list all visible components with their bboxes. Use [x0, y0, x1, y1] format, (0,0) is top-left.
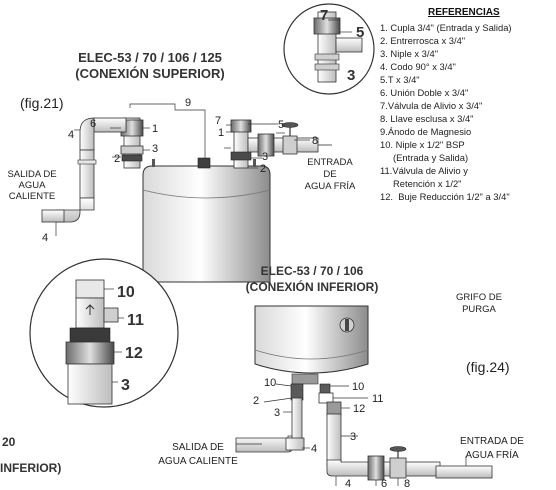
svg-text:PURGA: PURGA [462, 304, 496, 315]
svg-text:SALIDA DE: SALIDA DE [172, 442, 224, 453]
callout-5: 5 [278, 119, 284, 131]
bottom-title-models: ELEC-53 / 70 / 106 [261, 264, 364, 278]
svg-text:11: 11 [127, 312, 144, 329]
bottom-callouts: 10 2 3 10 11 12 3 4 4 6 8 [253, 377, 410, 490]
callout-2-right: 2 [260, 163, 266, 175]
bottom-outlet-label: SALIDA DE AGUA CALIENTE [158, 442, 238, 467]
svg-text:3: 3 [350, 431, 356, 443]
top-tank [142, 157, 271, 283]
svg-text:ENTRADA: ENTRADA [307, 157, 353, 168]
bottom-title-connection: (CONEXIÓN INFERIOR) [246, 279, 379, 294]
top-title-models: ELEC-53 / 70 / 106 / 125 [78, 50, 222, 65]
reference-item: 12. Buje Reducción 1/2" a 3/4" [380, 191, 510, 202]
callout-6-top: 6 [90, 118, 96, 130]
reference-item: 3. Niple x 3/4" [380, 48, 439, 59]
callout-3-right: 3 [262, 151, 268, 163]
svg-text:12: 12 [125, 345, 143, 362]
references-panel: REFERENCIAS 1. Cupla 3/4" (Entrada y Sal… [380, 6, 556, 203]
callout-1-right: 1 [218, 127, 224, 139]
svg-text:3: 3 [274, 407, 280, 419]
svg-text:4: 4 [311, 443, 317, 455]
reference-item: 1. Cupla 3/4" (Entrada y Salida) [380, 22, 512, 33]
top-callouts: 9 7 5 8 4 6 1 3 2 4 1 3 2 [42, 97, 318, 244]
bottom-inlet-label: ENTRADA DE AGUA FRÍA [460, 436, 524, 461]
bottom-zoom-detail: 10 11 12 3 [29, 258, 179, 408]
svg-text:2: 2 [253, 395, 259, 407]
reference-item: (Entrada y Salida) [380, 152, 469, 163]
top-outlet-assembly [41, 117, 144, 223]
reference-item: 6. Unión Doble x 3/4" [380, 87, 469, 98]
top-leader-lines [55, 103, 310, 236]
references-title: REFERENCIAS [428, 7, 500, 18]
callout-9: 9 [185, 97, 191, 109]
top-zoom-detail: 7 5 3 [283, 3, 375, 95]
svg-text:6: 6 [381, 478, 387, 490]
reference-item: 7.Válvula de Alivio x 3/4" [380, 100, 483, 111]
callout-4-bottom: 4 [42, 232, 48, 244]
callout-2-left: 2 [114, 153, 120, 165]
references-list: 1. Cupla 3/4" (Entrada y Salida) 2. Entre… [380, 21, 556, 203]
callout-7: 7 [215, 115, 221, 127]
top-outlet-label: SALIDA DE AGUA CALIENTE [7, 169, 56, 202]
top-section-titles: ELEC-53 / 70 / 106 / 125 (CONEXIÓN SUPER… [20, 50, 225, 111]
svg-text:AGUA CALIENTE: AGUA CALIENTE [158, 456, 238, 467]
top-inlet-assembly [230, 119, 332, 169]
callout-4-top: 4 [68, 129, 74, 141]
svg-text:AGUA: AGUA [19, 180, 47, 191]
svg-text:10: 10 [352, 381, 364, 393]
svg-text:10: 10 [264, 377, 276, 389]
bottom-figure-label: (fig.24) [466, 359, 510, 375]
bottom-section-titles: ELEC-53 / 70 / 106 (CONEXIÓN INFERIOR) (… [246, 264, 510, 375]
reference-item: Retención x 1/2" [380, 178, 462, 189]
reference-item: 5.T x 3/4" [380, 74, 420, 85]
svg-text:10: 10 [117, 284, 135, 301]
svg-text:11: 11 [372, 393, 383, 405]
svg-text:AGUA FRÍA: AGUA FRÍA [305, 181, 356, 192]
callout-1-left: 1 [152, 123, 158, 135]
reference-item: 10. Niple x 1/2" BSP [380, 139, 465, 150]
bottom-drain-label: GRIFO DE PURGA [456, 292, 502, 315]
reference-item: 4. Codo 90° x 3/4" [380, 61, 456, 72]
reference-item: 2. Entrerrosca x 3/4" [380, 35, 466, 46]
reference-item: 11.Válvula de Alivio y [380, 165, 468, 176]
callout-8: 8 [312, 135, 318, 147]
reference-item: 8. Llave esclusa x 3/4" [380, 113, 474, 124]
bottom-tank [254, 305, 369, 385]
bottom-leader-lines [236, 383, 467, 486]
svg-text:3: 3 [347, 67, 355, 84]
svg-text:4: 4 [345, 478, 351, 490]
svg-text:GRIFO DE: GRIFO DE [456, 292, 502, 303]
svg-text:7: 7 [320, 7, 328, 24]
svg-text:SALIDA DE: SALIDA DE [7, 169, 56, 180]
svg-text:5: 5 [356, 24, 364, 41]
svg-text:12: 12 [353, 403, 365, 415]
svg-text:AGUA FRÍA: AGUA FRÍA [465, 448, 519, 461]
svg-text:8: 8 [404, 478, 410, 490]
top-title-connection: (CONEXIÓN SUPERIOR) [75, 66, 225, 81]
cut-caption-connection: INFERIOR) [0, 461, 61, 475]
svg-text:3: 3 [121, 377, 130, 394]
cut-caption-fig: 20 [2, 435, 16, 449]
top-inlet-label: ENTRADA DE AGUA FRÍA [305, 157, 356, 192]
top-figure-label: (fig.21) [20, 95, 64, 111]
bottom-outlet-assembly [235, 383, 305, 453]
callout-3-left: 3 [152, 143, 158, 155]
bottom-inlet-assembly [318, 383, 493, 481]
svg-text:ENTRADA DE: ENTRADA DE [460, 436, 524, 447]
reference-item: 9.Ánodo de Magnesio [380, 126, 472, 137]
anode-cap [197, 157, 211, 169]
svg-text:DE: DE [323, 169, 336, 180]
svg-text:CALIENTE: CALIENTE [9, 191, 55, 202]
